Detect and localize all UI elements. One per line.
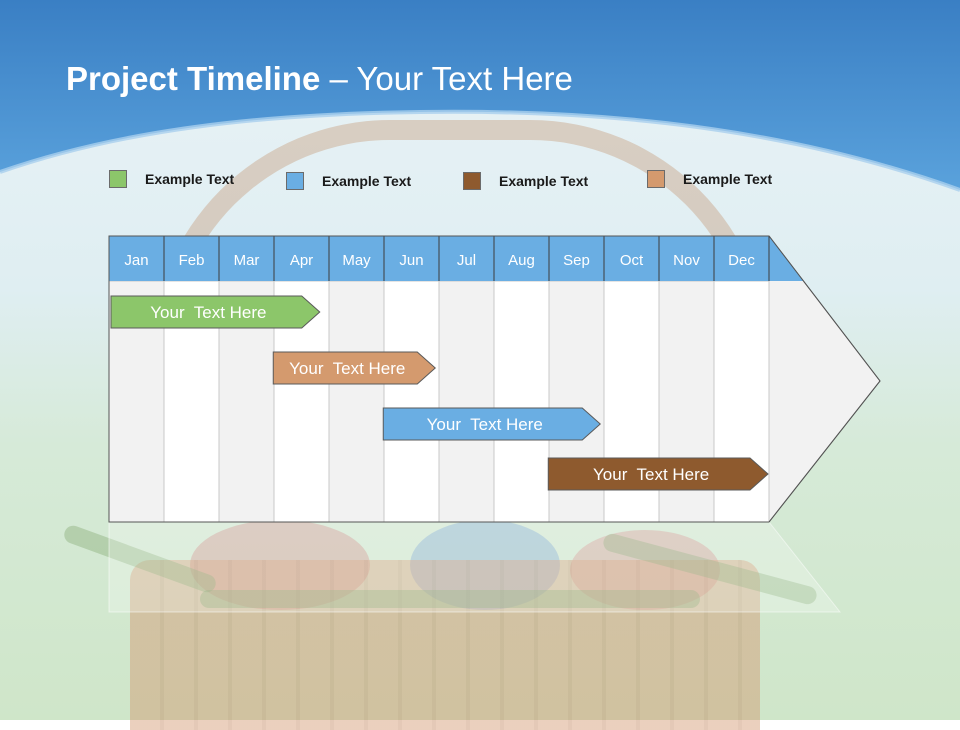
month-column	[383, 280, 440, 523]
legend-label: Example Text	[683, 171, 773, 187]
legend-swatch	[286, 172, 304, 190]
month-label: Dec	[728, 252, 755, 269]
month-label: Jul	[457, 252, 476, 269]
month-header-band	[109, 236, 803, 281]
page-title: Project Timeline – Your Text Here	[66, 60, 573, 97]
timeline-arrow-outline	[108, 235, 881, 523]
header-banner	[0, 0, 960, 192]
legend-label: Example Text	[322, 173, 412, 189]
legend-item: Example Text	[286, 172, 411, 190]
legend-swatch	[463, 172, 481, 190]
legend-label: Example Text	[499, 173, 589, 189]
legend-swatch	[109, 170, 127, 188]
month-column	[438, 280, 495, 523]
vine-decoration	[200, 590, 700, 608]
month-label: May	[342, 252, 371, 269]
task-bar-label: Your Text Here	[593, 465, 709, 484]
month-column	[493, 280, 550, 523]
task-bar	[547, 457, 769, 491]
month-label: Nov	[673, 252, 700, 269]
task-bar	[272, 351, 437, 385]
month-label: Jun	[399, 252, 423, 269]
legend-swatch	[647, 170, 665, 188]
task-bar-label: Your Text Here	[289, 359, 405, 378]
legend-item: Example Text	[647, 170, 772, 188]
task-bar	[382, 407, 602, 441]
task-bar-label: Your Text Here	[150, 303, 266, 322]
month-label: Aug	[508, 252, 535, 269]
month-label: Oct	[620, 252, 644, 269]
easter-egg	[570, 530, 720, 610]
task-bar-label: Your Text Here	[427, 415, 543, 434]
basket-body	[130, 560, 760, 730]
month-label: Jan	[124, 252, 148, 269]
legend-label: Example Text	[145, 171, 235, 187]
task-bar	[110, 295, 321, 329]
easter-egg	[410, 520, 560, 610]
month-label: Mar	[234, 252, 260, 269]
easter-egg	[190, 520, 370, 610]
month-label: Apr	[290, 252, 313, 269]
month-label: Feb	[179, 252, 205, 269]
legend-item: Example Text	[109, 170, 234, 188]
month-label: Sep	[563, 252, 590, 269]
month-column	[328, 280, 385, 523]
legend-item: Example Text	[463, 172, 588, 190]
chart-reflection	[108, 521, 842, 613]
